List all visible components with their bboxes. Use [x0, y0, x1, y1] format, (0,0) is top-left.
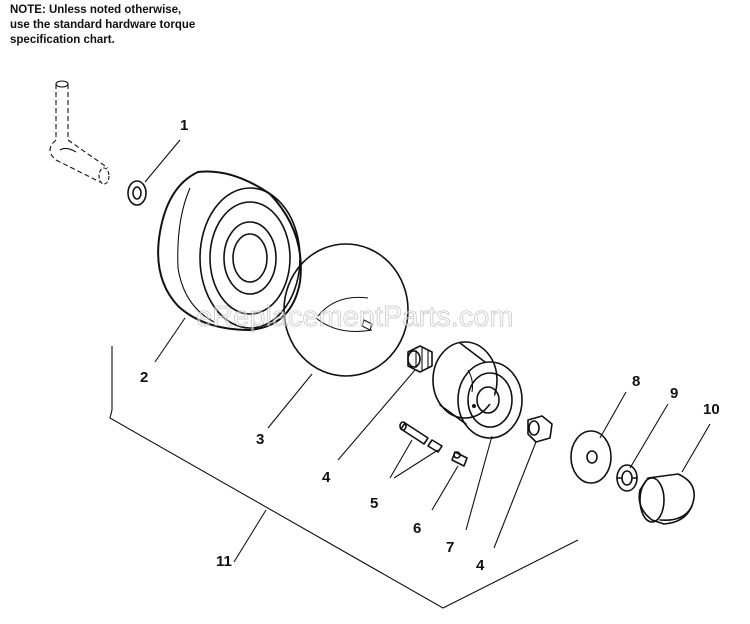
callout-2: 2: [140, 369, 148, 386]
callout-3: 3: [256, 431, 264, 448]
callout-labels: 1 2 3 4 5 6 7 4 8 9 10 11: [140, 117, 720, 574]
rim: [432, 341, 523, 439]
note-line-1: NOTE: Unless noted otherwise,: [10, 4, 182, 16]
valve-stem: [399, 421, 443, 453]
retaining-ring-9: [616, 464, 638, 492]
bearing-4-upper: [407, 345, 433, 373]
washer-1: [127, 180, 147, 206]
hub-cap-10: [638, 473, 695, 525]
callout-4-upper: 4: [322, 469, 331, 486]
bearing-4-lower: [527, 415, 553, 443]
callout-5: 5: [370, 495, 378, 512]
callout-7: 7: [446, 539, 454, 556]
grease-fitting: [451, 451, 468, 467]
note-line-2: use the standard hardware torque: [10, 19, 196, 31]
note-line-3: specification chart.: [10, 34, 115, 46]
flat-washer-8: [570, 430, 612, 484]
torque-note: NOTE: Unless noted otherwise, use the st…: [10, 3, 250, 48]
callout-4-lower: 4: [476, 557, 485, 574]
tire: [157, 170, 302, 332]
axle-spindle: [49, 80, 110, 185]
leader-lines: [109, 139, 711, 609]
callout-6: 6: [413, 520, 421, 537]
callout-9: 9: [670, 385, 678, 402]
inner-tube: [283, 243, 409, 377]
callout-8: 8: [632, 373, 640, 390]
callout-1: 1: [180, 117, 188, 134]
callout-10: 10: [703, 401, 720, 418]
watermark-text: eReplacementParts.com: [196, 301, 514, 333]
callout-11: 11: [216, 553, 232, 570]
